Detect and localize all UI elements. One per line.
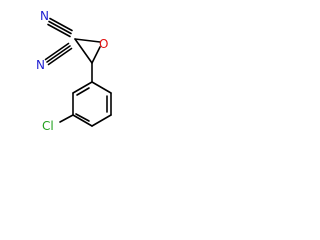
nitrile-bond-top — [47, 17, 73, 38]
benzene-ring — [72, 81, 112, 127]
chemical-structure: N N O Cl — [36, 9, 112, 133]
epoxide-bond-cc — [74, 38, 93, 64]
nitrile-bond-bottom — [44, 42, 73, 66]
chlorine-bond — [59, 114, 74, 123]
epoxide-bond-co-bottom — [91, 46, 101, 64]
oxygen-label: O — [99, 37, 108, 51]
chlorine-label: Cl — [42, 119, 54, 133]
nitrogen-label-bottom: N — [36, 58, 45, 72]
epoxide-bond-co-top — [74, 38, 101, 43]
nitrogen-label-top: N — [40, 9, 49, 23]
